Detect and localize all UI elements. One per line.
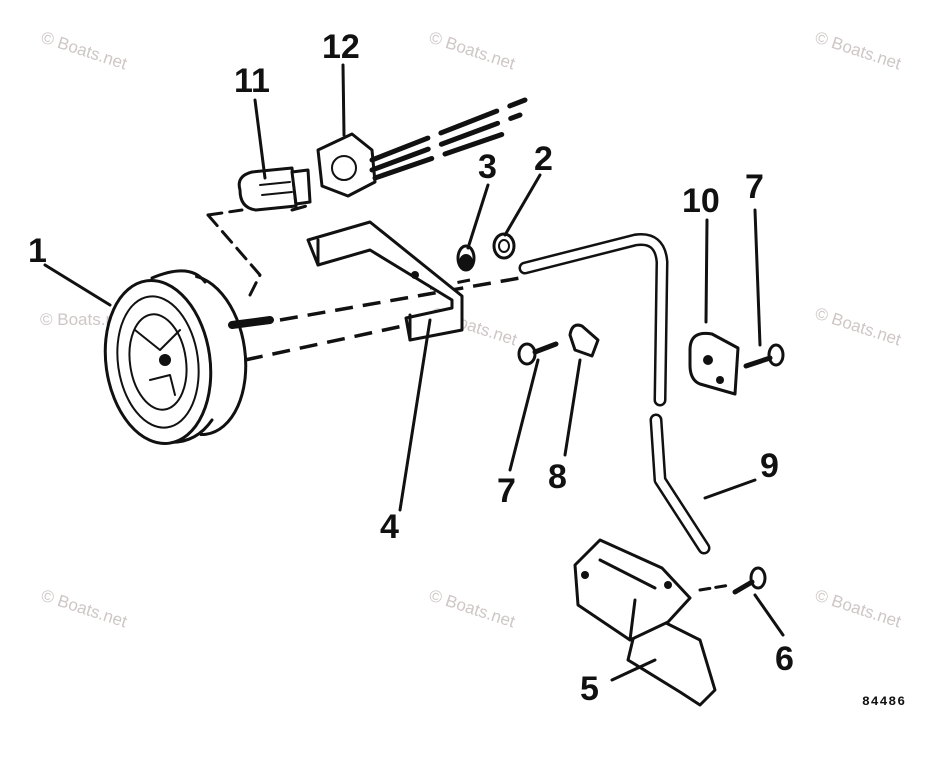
retainer-plate-part (688, 331, 740, 396)
socket-part (316, 97, 528, 198)
washer-part (492, 232, 516, 260)
watermark: © Boats.net (427, 586, 518, 632)
leader-line (43, 263, 112, 307)
leader-line (563, 358, 582, 457)
callout-7-left: 7 (497, 472, 516, 510)
gauge-part (103, 269, 274, 446)
leader-line (610, 658, 657, 682)
nut-part (456, 244, 476, 272)
leader-line (704, 218, 709, 324)
leader-line (503, 173, 542, 237)
bulb-part (237, 166, 312, 212)
watermark: © Boats.net (39, 28, 130, 74)
leader-line (253, 98, 267, 180)
leader-line (398, 318, 432, 512)
watermark: © Boats.net (813, 304, 904, 350)
callout-12: 12 (322, 28, 360, 66)
callout-8: 8 (548, 458, 567, 496)
leader-line (508, 358, 540, 472)
assembly-lines (206, 203, 732, 592)
watermark: © Boats.net (813, 586, 904, 632)
callout-11: 11 (234, 62, 270, 100)
leader-line (753, 593, 785, 637)
watermark: © Boats.net (813, 28, 904, 74)
callout-3: 3 (478, 148, 497, 186)
callout-9: 9 (760, 447, 779, 485)
screw-part (732, 566, 767, 595)
leader-lines (43, 63, 785, 682)
callouts: 1 2 3 4 5 6 7 8 9 10 7 11 12 (28, 28, 794, 708)
callout-5: 5 (580, 670, 599, 708)
callout-6: 6 (775, 640, 794, 678)
screw-part (743, 343, 785, 369)
leader-line (466, 183, 490, 250)
rod-part (518, 232, 711, 555)
callout-2: 2 (534, 140, 553, 178)
leader-line (703, 478, 757, 500)
watermark: © Boats.net (39, 586, 130, 632)
callout-7-right: 7 (745, 168, 764, 206)
leader-line (753, 208, 762, 347)
callout-4: 4 (380, 508, 399, 546)
callout-1: 1 (28, 232, 47, 270)
switch-part (573, 538, 717, 707)
clip-part (568, 323, 600, 358)
watermark: © Boats.net (427, 28, 518, 74)
bracket-part (306, 220, 464, 342)
callout-10: 10 (682, 182, 720, 220)
screw-part (517, 341, 559, 366)
diagram-code: 84486 (862, 694, 906, 709)
leader-line (341, 63, 346, 137)
